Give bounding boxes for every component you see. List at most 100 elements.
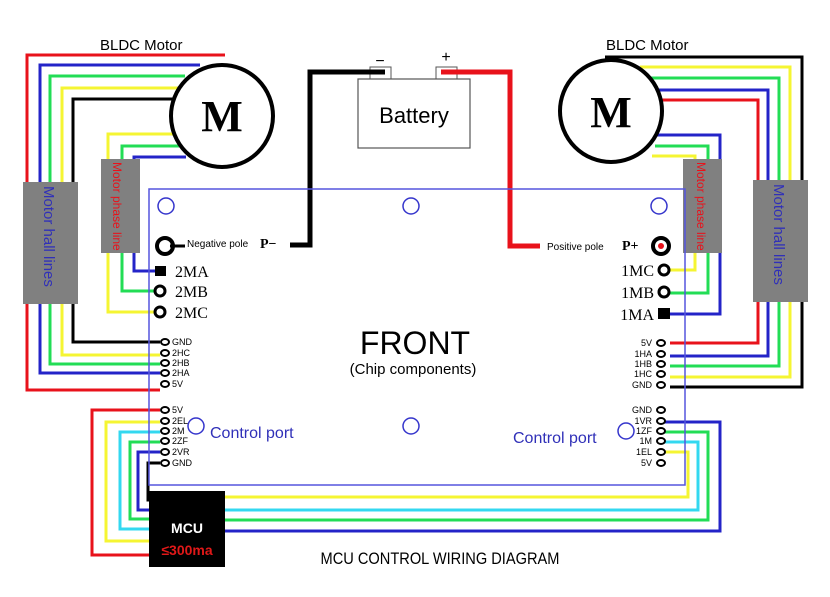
left-hall-connector-label: Motor hall lines: [40, 186, 57, 287]
pin-terminal: [656, 406, 666, 414]
phase-pin-terminal: [658, 308, 670, 319]
pin-terminal: [160, 427, 170, 435]
pin-terminal: [656, 360, 666, 368]
right-hall-pin-label: 1HC: [634, 369, 653, 379]
negative-pole-code: P−: [260, 237, 277, 252]
phase-pin-terminal: [155, 266, 166, 276]
battery-label: Battery: [379, 103, 449, 128]
pin-terminal: [160, 338, 170, 346]
pin-terminal: [160, 380, 170, 388]
pin-terminal: [656, 448, 666, 456]
pin-terminal: [160, 448, 170, 456]
positive-pole-code: P+: [622, 239, 639, 254]
right-phase-pin-label: 1MA: [620, 307, 654, 324]
left-hall-pin-label: 2HB: [172, 358, 190, 368]
right-motor-symbol-circle: [558, 58, 664, 164]
right-control-pin-label: 1M: [639, 436, 652, 446]
left-hall-pin-label: 2HA: [172, 368, 190, 378]
pin-terminal: [656, 427, 666, 435]
right-control-wires: [225, 420, 722, 533]
left-ctrl-wire-cyan: [118, 430, 160, 531]
mcu: MCU ≤300ma: [149, 491, 225, 567]
pin-terminal: [160, 406, 170, 414]
left-motor-symbol: M: [201, 92, 243, 141]
board-subtitle: (Chip components): [350, 361, 477, 378]
right-hall-pins: 5V 1HA 1HB 1HC GND: [632, 338, 653, 390]
left-phase-pin-label: 2MA: [175, 264, 209, 281]
right-phase-pin-label: 1MB: [621, 285, 654, 302]
left-hall-pin-label: 2HC: [172, 348, 191, 358]
pin-terminal: [656, 417, 666, 425]
pin-terminal: [656, 437, 666, 445]
board-title: FRONT: [360, 325, 470, 361]
right-control-pins: GND 1VR 1ZF 1M 1EL 5V: [632, 405, 653, 468]
right-control-pin-label: 1VR: [634, 416, 652, 426]
mounting-hole: [402, 197, 420, 215]
negative-lead-wire: [290, 69, 385, 248]
left-ctrl-wire-yellow: [104, 420, 160, 543]
positive-lead-wire: [441, 69, 540, 249]
positive-pole: Positive pole P+: [547, 236, 671, 256]
right-phase-pins: 1MC 1MB 1MA: [620, 263, 671, 324]
battery-body: [357, 78, 471, 149]
left-hall-pins: GND 2HC 2HB 2HA 5V: [172, 337, 193, 389]
left-control-pin-label: 2VR: [172, 447, 190, 457]
right-ctrl-wire-yellow: [225, 450, 690, 499]
mounting-hole: [402, 417, 420, 435]
right-motor-title: BLDC Motor: [606, 37, 689, 54]
pin-terminal: [160, 359, 170, 367]
left-hall-pin-label: GND: [172, 337, 193, 347]
left-phase-connector-label: Motor phase line: [110, 162, 124, 251]
negative-pole-label: Negative pole: [187, 239, 249, 250]
negative-pole: Negative pole P−: [155, 236, 277, 256]
mounting-hole: [617, 422, 635, 440]
left-ctrl-wire-green: [128, 440, 160, 521]
right-ctrl-wire-blue: [225, 420, 722, 533]
left-motor-title: BLDC Motor: [100, 37, 183, 54]
right-hall-pin-label: 1HB: [634, 359, 652, 369]
left-phase-pin-label: 2MC: [175, 305, 208, 322]
mcu-label: MCU: [171, 520, 203, 536]
battery: − + Battery: [357, 49, 471, 149]
pin-terminal: [160, 349, 170, 357]
mcu-rating: ≤300ma: [161, 542, 212, 558]
mounting-hole: [187, 417, 205, 435]
battery-neg-symbol: −: [375, 53, 384, 70]
left-control-pins: 5V 2EL 2M 2ZF 2VR GND: [172, 405, 193, 468]
pin-terminal: [160, 437, 170, 445]
right-motor: BLDC Motor M: [558, 37, 689, 164]
phase-pin-terminal: [153, 305, 167, 319]
board-outline: [148, 188, 686, 486]
left-control-pin-label: 2EL: [172, 416, 188, 426]
phase-pin-terminal: [657, 285, 671, 299]
left-motor: BLDC Motor M: [100, 37, 275, 169]
positive-pole-label: Positive pole: [547, 242, 604, 253]
left-hall-pin-label: 5V: [172, 379, 183, 389]
right-phase-connector-label: Motor phase line: [694, 162, 708, 251]
right-hall-pin-label: 1HA: [634, 349, 652, 359]
left-phase-connector: Motor phase line: [101, 159, 140, 253]
right-hall-pin-label: GND: [632, 380, 653, 390]
right-motor-symbol: M: [590, 88, 632, 137]
phase-pin-terminal: [153, 284, 167, 298]
phase-pin-terminal: [657, 263, 671, 277]
mounting-holes: [157, 197, 668, 440]
left-control-pin-label: 2M: [172, 426, 185, 436]
pin-terminal: [160, 417, 170, 425]
right-phase-connector: Motor phase line: [683, 159, 722, 253]
left-control-pin-label: GND: [172, 458, 193, 468]
pin-terminal: [656, 370, 666, 378]
right-control-pin-label: 5V: [641, 458, 652, 468]
mounting-hole: [157, 197, 175, 215]
right-ctrl-wire-green: [225, 430, 710, 522]
right-hall-connector: Motor hall lines: [753, 180, 808, 302]
pin-dots: [160, 338, 666, 467]
right-control-pin-label: 1ZF: [636, 426, 653, 436]
right-control-port-label: Control port: [513, 430, 597, 447]
left-motor-symbol-circle: [169, 63, 275, 169]
left-phase-pin-label: 2MB: [175, 284, 208, 301]
pin-terminal: [656, 459, 666, 467]
mounting-hole: [650, 197, 668, 215]
diagram-caption: MCU CONTROL WIRING DIAGRAM: [321, 550, 560, 568]
pin-terminal: [160, 459, 170, 467]
